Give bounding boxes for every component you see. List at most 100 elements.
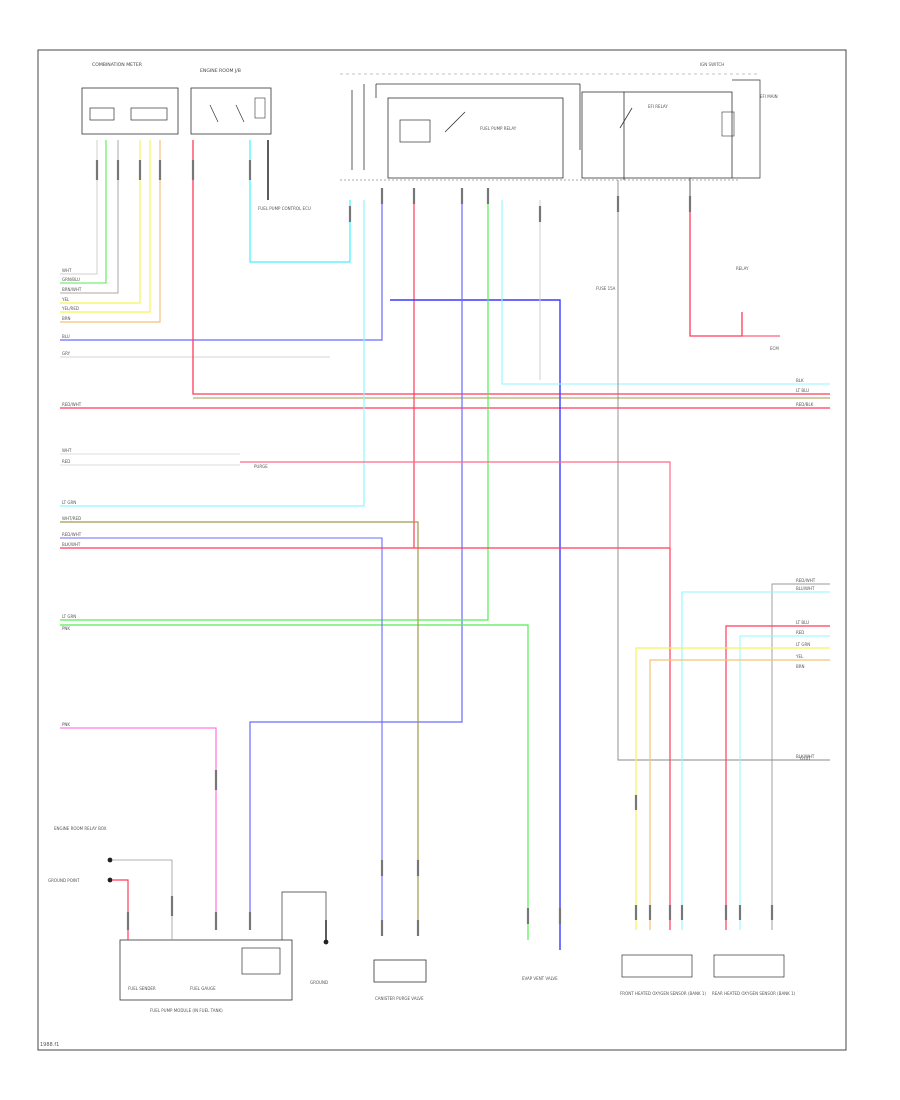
left-wire-label: BLK/WHT xyxy=(62,542,81,547)
left-wire-labels: WHT GRN/BLU BRN/WHT YEL YEL/RED BRN BLU … xyxy=(61,268,82,727)
right-wire-label: RED xyxy=(796,630,804,635)
ground-note: G101 xyxy=(800,756,811,761)
right-wire-labels: BLK LT BLU RED/BLK RED/WHT BLU/WHT LT BL… xyxy=(795,378,816,759)
efi-fuse-label: EFI MAIN xyxy=(760,94,778,99)
wire-cyan-1 xyxy=(249,140,351,263)
fuel-gauge-label: FUEL GAUGE xyxy=(190,986,216,991)
connector-pins xyxy=(95,160,774,936)
ground-point-label: GROUND POINT xyxy=(48,878,80,883)
wire-red-4 xyxy=(60,547,671,930)
right-wire-label: BLK/WHT xyxy=(796,754,815,759)
engine-room-jb xyxy=(190,87,272,135)
left-wire-label: GRN/BLU xyxy=(62,277,80,282)
wire-gray-6 xyxy=(617,180,830,761)
left-wire-label: PNK xyxy=(62,626,70,631)
right-wire-label: RED/WHT xyxy=(796,578,816,583)
wire-blue-2 xyxy=(390,299,561,950)
wire-green-2 xyxy=(60,200,489,621)
canister-purge-box xyxy=(373,959,427,983)
left-wire-label: YEL xyxy=(61,297,70,302)
wire-cyan-5 xyxy=(739,635,830,930)
fuel-pump-module-box xyxy=(119,939,293,1001)
ground-dot-1 xyxy=(107,857,113,863)
fuel-sender-box xyxy=(241,947,281,975)
relay-right-bracket xyxy=(732,79,761,179)
left-wire-label: WHT/RED xyxy=(62,516,81,521)
left-wire-label: WHT xyxy=(62,268,72,273)
front-o2-label: FRONT HEATED OXYGEN SENSOR (BANK 1) xyxy=(620,991,706,996)
wire-gray-1 xyxy=(60,140,119,294)
wire-cyan-4 xyxy=(681,591,830,930)
evap-vent-label: EVAP VENT VALVE xyxy=(522,976,558,981)
rear-o2-box xyxy=(713,954,785,978)
engine-room-relay-label: ENGINE ROOM RELAY BOX xyxy=(54,826,107,831)
right-wire-label: BLK xyxy=(796,378,804,383)
fuel-pump-ecu-label: FUEL PUMP CONTROL ECU xyxy=(258,206,311,211)
footer-code: 1988.f1 xyxy=(40,1042,60,1048)
left-wire-label: RED xyxy=(62,459,70,464)
left-wire-label: BLU xyxy=(62,334,70,339)
left-wire-label: BRN/WHT xyxy=(62,287,82,292)
relay-block xyxy=(387,91,735,179)
wire-green-3 xyxy=(60,624,529,940)
wire-yellow-1 xyxy=(60,140,141,304)
wire-blue-4 xyxy=(60,537,383,930)
wire-yellow-3 xyxy=(635,647,830,930)
ignition-label: IGN SWITCH xyxy=(700,62,724,67)
canister-purge-label: CANISTER PURGE VALVE xyxy=(375,996,424,1001)
fuel-pump-relay-label: FUEL PUMP RELAY xyxy=(480,126,517,131)
combination-meter xyxy=(81,87,179,135)
engine-room-jb-label: ENGINE ROOM J/B xyxy=(200,68,241,74)
wire-red-6 xyxy=(689,200,743,337)
ground-dot-2 xyxy=(107,877,113,883)
rear-o2-label: REAR HEATED OXYGEN SENSOR (BANK 1) xyxy=(712,991,796,996)
wire-gray-8 xyxy=(112,859,173,940)
right-wire-label: RED/BLK xyxy=(796,402,814,407)
wire-gray-7 xyxy=(771,583,830,930)
right-wire-label: BRN xyxy=(796,664,805,669)
wire-pink-1 xyxy=(240,461,671,548)
combination-meter-label: COMBINATION METER xyxy=(92,62,143,68)
left-wire-label: WHT xyxy=(62,448,72,453)
wire-olive-2 xyxy=(60,521,419,930)
ecm-label: ECM xyxy=(770,346,779,351)
right-wire-label: BLU/WHT xyxy=(796,586,815,591)
fuse-note: FUSE 15A xyxy=(596,286,616,291)
left-wire-label: PNK xyxy=(62,722,70,727)
wire-red-8 xyxy=(112,879,129,940)
wire-orange-2 xyxy=(649,659,830,930)
fuel-pump-bracket xyxy=(281,891,327,940)
right-wire-label: LT BLU xyxy=(796,620,809,625)
right-wire-label: LT GRN xyxy=(796,642,810,647)
right-wire-label: YEL xyxy=(795,654,804,659)
ground-joint-label: GROUND xyxy=(310,980,328,985)
relay-connectors xyxy=(351,83,691,210)
wire-red-5 xyxy=(725,625,830,930)
wire-green-1 xyxy=(60,140,107,284)
wire-pink-2 xyxy=(60,727,217,930)
efi-relay-label: EFI RELAY xyxy=(648,104,668,109)
wire-orange-1 xyxy=(60,140,161,323)
right-wire-label: LT BLU xyxy=(796,388,809,393)
left-wire-label: LT GRN xyxy=(62,500,76,505)
front-o2-box xyxy=(621,954,693,978)
left-wire-label: RED/WHT xyxy=(62,532,82,537)
left-wire-label: GRY xyxy=(62,351,71,356)
wire-white-1 xyxy=(60,140,98,275)
wire-cyan-2 xyxy=(501,200,830,385)
purge-note: PURGE xyxy=(254,464,268,469)
wire-blue-1 xyxy=(60,200,383,341)
relay-note: RELAY xyxy=(736,266,749,271)
wire-blue-3 xyxy=(249,200,463,930)
left-wire-label: RED/WHT xyxy=(62,402,82,407)
wire-cyan-3 xyxy=(60,200,365,507)
fuel-sender-label: FUEL SENDER xyxy=(128,986,156,991)
wire-yellow-2 xyxy=(60,140,151,313)
left-wire-label: BRN xyxy=(62,316,71,321)
left-wire-label: LT GRN xyxy=(62,614,76,619)
diagram-border xyxy=(37,49,847,1051)
ground-dot-3 xyxy=(323,939,329,945)
left-wire-label: YEL/RED xyxy=(61,306,79,311)
fuel-pump-label: FUEL PUMP MODULE (IN FUEL TANK) xyxy=(150,1008,223,1013)
